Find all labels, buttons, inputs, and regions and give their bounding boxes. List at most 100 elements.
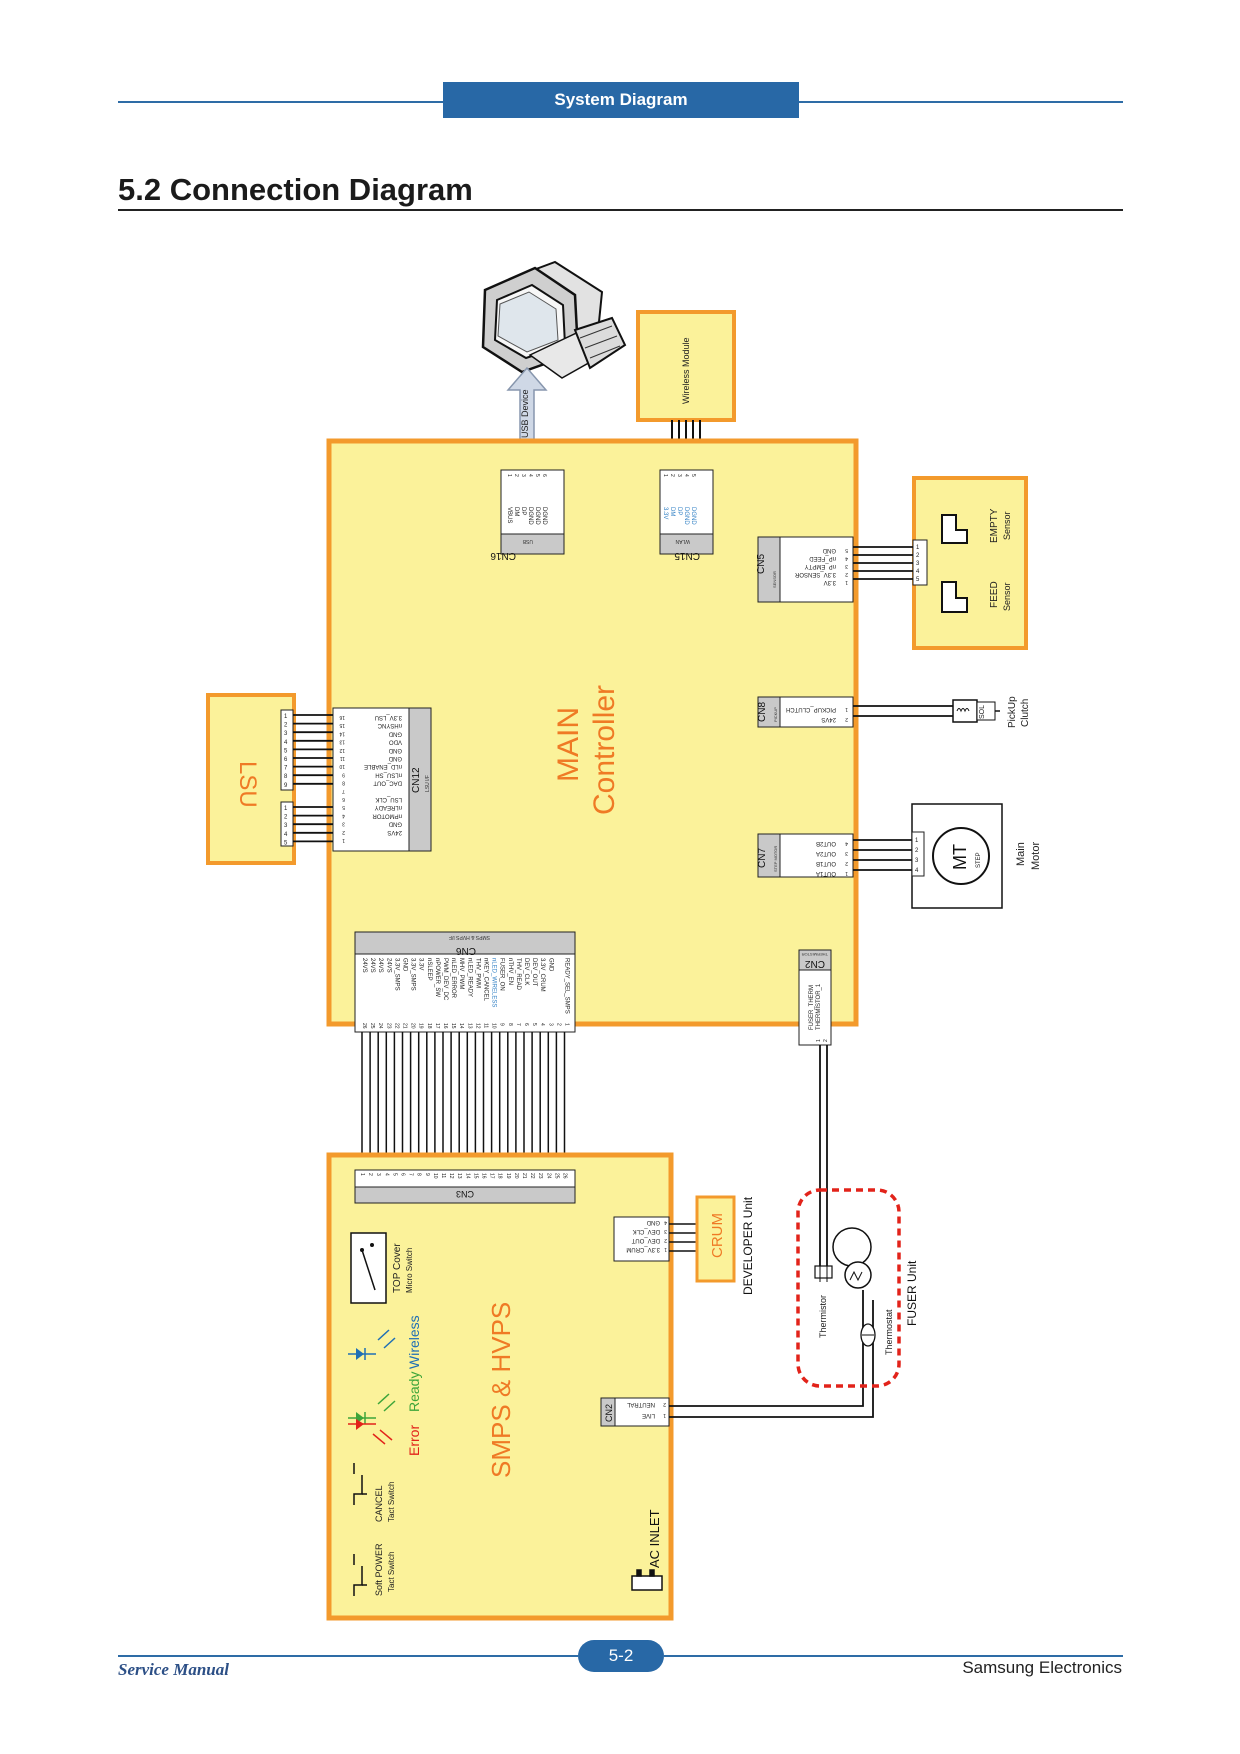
cn6-pin-number: 25 [369, 1023, 375, 1029]
lsu-pin-number: 4 [284, 740, 288, 746]
sol-label: SOL [979, 705, 986, 719]
cn12-signal-label: nPMOTOR [372, 812, 402, 818]
ac-inlet-label: AC INLET [647, 1509, 662, 1568]
svg-text:CN2: CN2 [604, 1404, 614, 1422]
cn3-pin-number: 4 [383, 1173, 389, 1176]
cn6-signal-label: 3.3V_SMPS [410, 958, 416, 991]
cn12-pin-number: 4 [342, 812, 345, 818]
cn6-pin-number: 26 [361, 1023, 367, 1029]
cn3-pin-number: 19 [505, 1173, 511, 1179]
cn3-pin-number: 17 [489, 1173, 495, 1179]
motor-symbol [932, 827, 990, 885]
empty-sensor-label-2: Sensor [1002, 511, 1012, 540]
cn6-pin-number: 14 [458, 1023, 464, 1029]
cn3-pin-number: 14 [464, 1173, 470, 1179]
cn6-pin-number: 9 [499, 1023, 505, 1026]
cn6-pin-number: 18 [426, 1023, 432, 1029]
wireless-led-icon [348, 1329, 396, 1360]
empty-sensor-label-1: EMPTY [989, 508, 1000, 543]
cn5-pin-number: 4 [845, 555, 848, 561]
top-cover-switch-icon [350, 1232, 387, 1304]
cn16-signal-label: DGND [541, 507, 547, 525]
cn6-pin-number: 5 [531, 1023, 537, 1026]
svg-text:CN3: CN3 [456, 1189, 474, 1199]
thermistor-label: Thermistor [818, 1295, 828, 1338]
cn12-pin-number: 6 [342, 796, 345, 802]
svg-text:THERMISTOR: THERMISTOR [802, 952, 828, 957]
motor-pin-number: 1 [915, 838, 919, 844]
cn12-signal-label: nLREADY [375, 804, 402, 810]
solenoid-coil-icon [956, 708, 970, 713]
cn7-pin-number: 2 [845, 860, 848, 866]
cn15-signal-label: DM [669, 507, 675, 516]
svg-text:CN8: CN8 [757, 702, 768, 722]
cn3-pin-number: 16 [481, 1173, 487, 1179]
cn12-pin-number: 10 [339, 763, 345, 769]
cn3-pin-number: 7 [408, 1173, 414, 1176]
crum-signal-label: DEV_OUT [631, 1237, 660, 1243]
cn12-lsu-connector: CN12 LSU I/F 3.3V_LSUnHSYNCGNDVDOGNDGNDn… [332, 707, 432, 852]
page-number: 5-2 [578, 1640, 664, 1672]
cn16-signal-label: VBUS [506, 507, 512, 523]
cn3-pin-number: 23 [537, 1173, 543, 1179]
cn5-pin-number: 2 [845, 571, 848, 577]
main-controller-label-2: Controller [588, 685, 621, 815]
cn7-signal-label: OUT2B [816, 840, 836, 846]
cn5-signal-label: nP_FEED [809, 555, 836, 561]
feed-sensor-icon [941, 581, 968, 613]
lsu-pin-number: 5 [284, 840, 288, 846]
cn6-signal-label: nLED_ERROR [450, 958, 456, 999]
power-label-1: Soft POWER [374, 1543, 384, 1596]
lsu-pin-number: 8 [284, 774, 288, 780]
feed-sensor-label-2: Sensor [1002, 582, 1012, 611]
cn7-signal-label: OUT1A [816, 870, 836, 876]
cn16-pin-number: 4 [527, 474, 533, 477]
cancel-switch-icon [353, 1463, 367, 1505]
crum-chip [695, 1195, 736, 1283]
smps-hvps-label: SMPS & HVPS [486, 1302, 516, 1478]
cn6-pin-number: 11 [483, 1023, 489, 1028]
lsu-pin-number: 5 [284, 748, 288, 754]
top-cover-label-2: Micro Switch [405, 1248, 414, 1293]
cn12-signal-label: GND [388, 821, 402, 827]
lsu-pin-number: 6 [284, 757, 288, 763]
footer-rule-left [118, 1655, 578, 1657]
cn6-signal-label: nLED_WIRELESS [491, 958, 497, 1007]
cn6-pin-number: 3 [547, 1023, 553, 1026]
cn6-signal-label: PWM_DEV_DC [442, 958, 448, 1001]
power-label-2: Tact Switch [387, 1552, 396, 1592]
svg-text:CN15: CN15 [674, 550, 700, 561]
cn2-thermistor-pin-number: 2 [823, 1039, 829, 1042]
cn6-signal-label: 3.3V [418, 958, 424, 970]
cn5-pin-number: 3 [845, 563, 848, 569]
ac-inlet-icon [631, 1569, 663, 1591]
top-cover-label-1: TOP Cover [392, 1243, 403, 1293]
thermostat-label: Thermostat [884, 1309, 894, 1355]
fuser-lamp-filament [849, 1270, 863, 1282]
sensor-pin-number: 5 [916, 577, 920, 583]
cn16-signal-label: DM [513, 507, 519, 516]
svg-text:WLAN: WLAN [675, 538, 690, 544]
cn12-signal-label: GND [388, 747, 402, 753]
lsu-pin-number: 3 [284, 731, 288, 737]
cn6-signal-label: THV_READ [515, 958, 521, 991]
cn3-pin-number: 18 [497, 1173, 503, 1179]
cn12-pin-number: 15 [339, 722, 345, 728]
cn6-signal-label: nSLEEP [426, 958, 432, 981]
cn6-pin-number: 21 [402, 1023, 408, 1029]
thermistor-wires [819, 1045, 828, 1275]
wireless-module [636, 310, 736, 422]
svg-text:SMPS & HVPS I/F: SMPS & HVPS I/F [449, 934, 490, 940]
motor-pinblock [911, 831, 925, 877]
cn3-pin-number: 26 [562, 1173, 568, 1179]
wireless-led-label: Wireless [406, 1315, 422, 1369]
cn12-pin-number: 3 [342, 821, 345, 827]
cn3-pin-number: 10 [432, 1173, 438, 1179]
cn6-pin-number: 13 [466, 1023, 472, 1029]
cn6-signal-label: 24VS [361, 958, 367, 973]
cn6-pin-number: 15 [450, 1023, 456, 1029]
cn3-pin-number: 15 [472, 1173, 478, 1179]
cn5-signal-label: nP_EMPTY [805, 563, 836, 569]
